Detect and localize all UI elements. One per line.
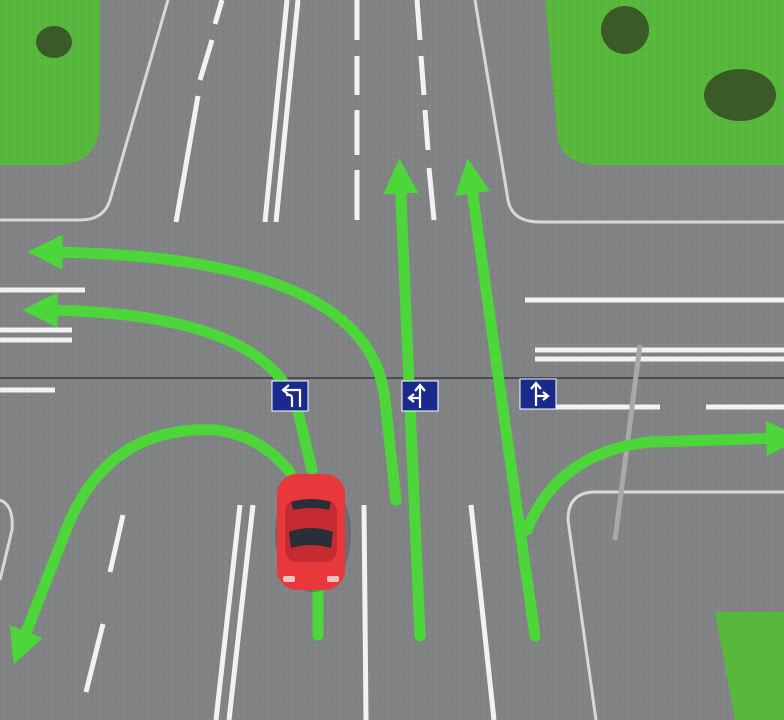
- car-headlight-right: [327, 576, 339, 582]
- curb-bottom-left: [0, 498, 14, 581]
- curb-top-left: [0, 0, 170, 222]
- lane-signs: [271, 378, 557, 412]
- red-car: [275, 474, 351, 592]
- curb-bottom-right: [566, 490, 784, 720]
- trees: [36, 6, 776, 121]
- left-and-u-turn-arrow-icon: [281, 384, 302, 407]
- left-and-straight-arrow-icon: [407, 383, 426, 408]
- wide-left-turn-route-arrow: [45, 252, 402, 641]
- u-turn-route-arrow: [10, 424, 296, 665]
- curb-top-right: [473, 0, 784, 224]
- car-rear-window: [291, 499, 331, 510]
- car-windshield: [289, 528, 333, 548]
- straight-and-right-arrow-icon: [530, 381, 550, 406]
- straight-and-right-sign: [519, 378, 557, 410]
- tree: [36, 26, 72, 58]
- right-turn-route-arrow: [521, 420, 784, 536]
- left-and-u-turn-sign: [271, 380, 309, 412]
- grass-bottom-right: [715, 612, 784, 720]
- tree: [601, 6, 649, 54]
- tree: [704, 69, 776, 121]
- route-arrows: [10, 158, 784, 665]
- left-and-straight-sign: [401, 380, 439, 412]
- straight-route-arrow-lane-4: [455, 158, 541, 642]
- car-headlight-left: [283, 576, 295, 582]
